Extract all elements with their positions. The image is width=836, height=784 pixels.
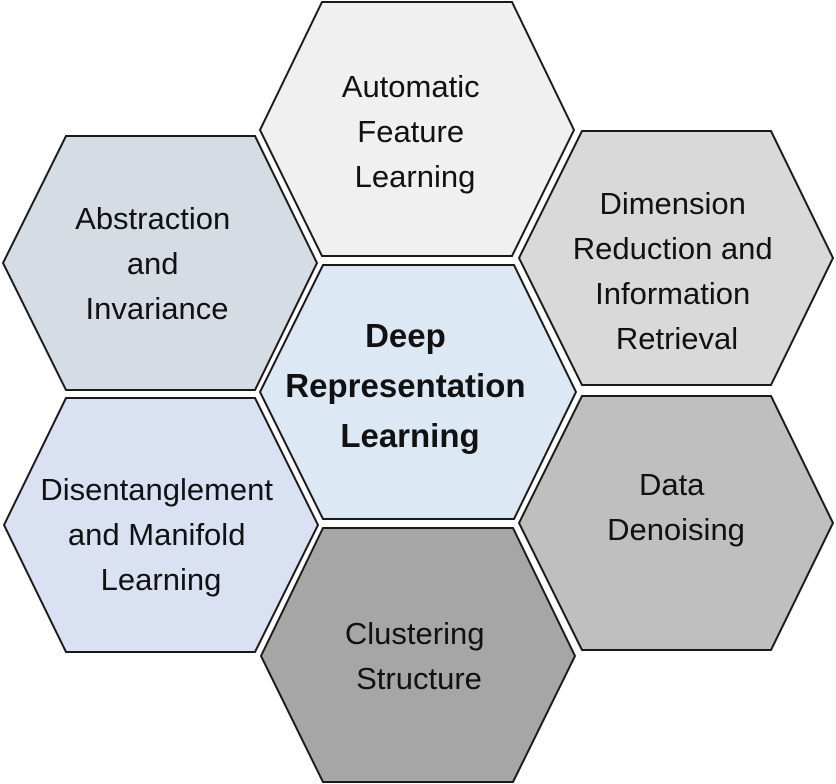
hex-center-shape [258, 264, 578, 520]
hex-automatic-feature-learning-label: Automatic Feature Learning [342, 69, 488, 194]
hex-disentanglement-shape [2, 397, 320, 653]
hex-dimension-reduction-label: Dimension Reduction and Information Retr… [573, 186, 782, 356]
hex-dimension-reduction: Dimension Reduction and Information Retr… [517, 130, 835, 386]
hex-abstraction-invariance-label: Abstraction and Invariance [75, 201, 239, 326]
hex-abstraction-invariance: Abstraction and Invariance [1, 135, 319, 391]
hex-clustering-structure-label: Clustering Structure [345, 616, 493, 696]
hex-clustering-structure-shape [259, 527, 577, 783]
hex-clustering-structure: Clustering Structure [259, 527, 577, 783]
hex-disentanglement: Disentanglement and Manifold Learning [2, 397, 320, 653]
hex-center-deep-representation-learning: Deep Representation Learning [258, 264, 578, 520]
hex-automatic-feature-learning-shape [258, 0, 576, 257]
hex-data-denoising-shape [517, 395, 835, 651]
hex-automatic-feature-learning: Automatic Feature Learning [258, 0, 576, 257]
hex-data-denoising: Data Denoising [517, 395, 835, 651]
hex-center-label: Deep Representation Learning [285, 317, 534, 454]
hex-abstraction-invariance-shape [1, 135, 319, 391]
hex-dimension-reduction-shape [517, 130, 835, 386]
hex-disentanglement-label: Disentanglement and Manifold Learning [40, 472, 281, 597]
hex-data-denoising-label: Data Denoising [607, 467, 745, 547]
